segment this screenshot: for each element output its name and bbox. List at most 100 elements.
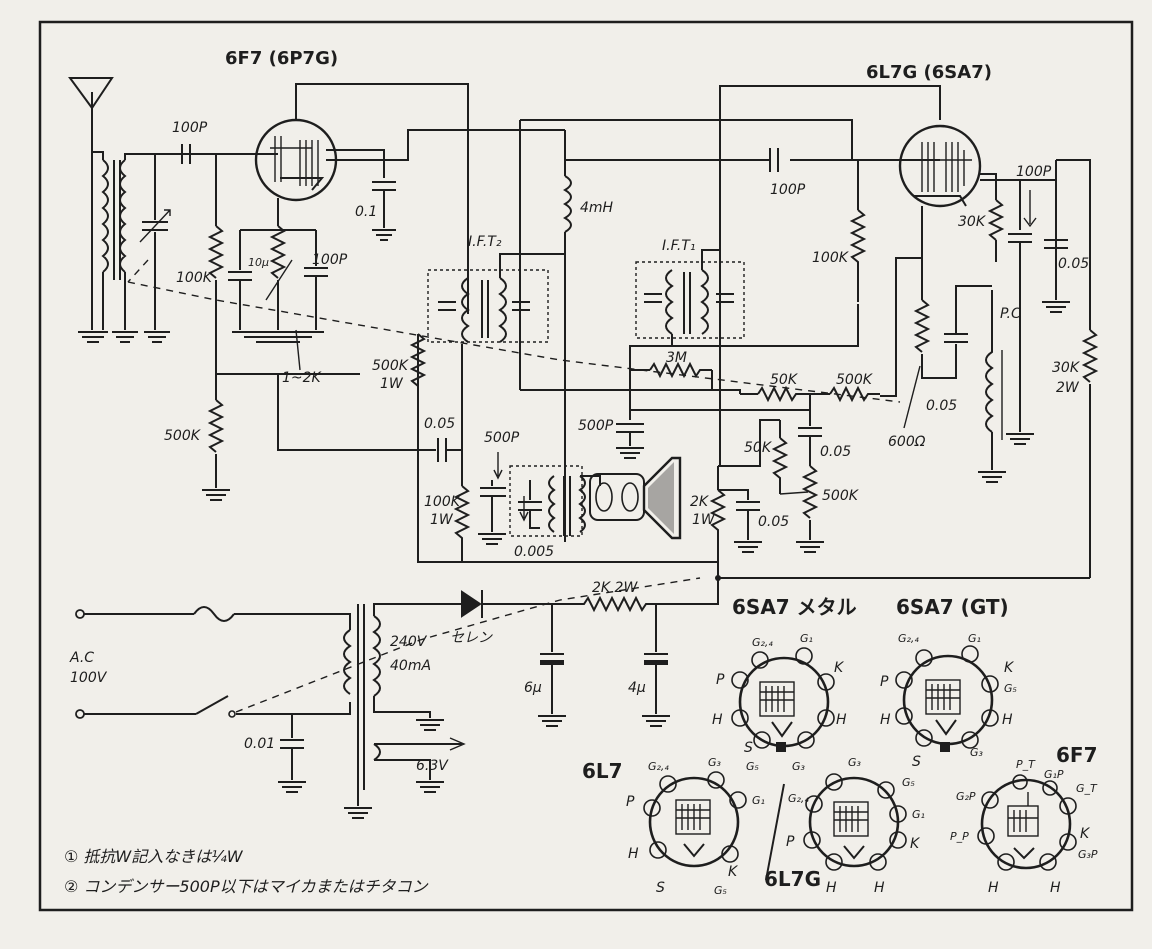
svg-text:G₁: G₁ (800, 632, 813, 645)
svg-text:G₁: G₁ (912, 808, 925, 821)
svg-text:G₂,₄: G₂,₄ (752, 636, 773, 649)
base-title: 6L7 (582, 759, 623, 783)
label-r50k-a: 50K (770, 372, 799, 388)
selenium-rectifier (461, 590, 482, 618)
tube-envelope (898, 124, 982, 208)
base-6sa7-gt: 6SA7 (GT) G₂,₄ G₁ P K G₅ H H S G₃ (880, 595, 1017, 770)
power-switch[interactable] (195, 695, 229, 715)
label-c100p-in: 100P (172, 120, 208, 136)
label-ac: A.C (69, 650, 94, 666)
ground-symbol (344, 807, 372, 819)
resistor-100k-1w (453, 485, 471, 562)
svg-text:G₂,₄: G₂,₄ (788, 792, 809, 805)
svg-text:P: P (880, 674, 889, 690)
resistor-500k-vol (801, 465, 819, 519)
label-r30k-2w: 30K (1052, 360, 1081, 376)
resistor-2k-2w (552, 578, 719, 613)
svg-text:H: H (836, 712, 847, 728)
diagram-frame (38, 20, 1134, 912)
resistor-30k (987, 199, 1005, 241)
gang-dashed-line (127, 259, 149, 283)
label-ift1: I.F.T₁ (662, 238, 695, 254)
base-title: 6L7G (764, 867, 821, 891)
power-supply: A.C 100V 0.01 240V 40mA 6.3V セレン 2K 2 (69, 578, 719, 819)
svg-text:G_T: G_T (1076, 782, 1098, 795)
label-c6u: 6μ (524, 680, 542, 696)
svg-text:K: K (1004, 660, 1015, 676)
label-c100p-ift: 100P (770, 182, 806, 198)
label-v63: 6.3V (416, 758, 449, 774)
label-r500k-a: 500K (164, 428, 202, 444)
ground-symbol (416, 719, 444, 731)
ground-symbol (416, 781, 444, 793)
label-r100k-1w: 100K (424, 494, 462, 510)
resistor-2k-1w (709, 489, 727, 562)
label-imp600: 600Ω (888, 434, 926, 450)
resistor-3m (649, 361, 712, 379)
antenna-coil (101, 159, 109, 273)
resistor-50k-b (757, 385, 830, 403)
tube-6l7g: 6L7G (6SA7) 30K 100P 0.05 30K 2W 100K (672, 62, 1099, 578)
svg-text:G₁P: G₁P (1044, 768, 1064, 781)
svg-text:G₅: G₅ (902, 776, 915, 789)
tube-6f7-title: 6F7 (6P7G) (225, 48, 338, 69)
label-r100k-a: 100K (176, 270, 214, 286)
terminal[interactable] (75, 609, 85, 619)
terminal[interactable] (75, 709, 85, 719)
base-6l7: 6L7 G₂,₄ G₃ P G₁ H S K G₅ (582, 756, 765, 897)
resistor-50k-a (913, 299, 931, 353)
svg-text:P: P (626, 794, 635, 810)
label-w1w-a: 1W (380, 376, 404, 392)
ground-symbol (372, 229, 396, 241)
svg-text:G₃: G₃ (708, 756, 722, 769)
svg-text:P_P: P_P (950, 830, 969, 843)
ground-symbol (1042, 301, 1070, 313)
label-v240: 240V (390, 634, 428, 650)
label-c005-b: 0.05 (1058, 256, 1089, 272)
note-1: ① 抵抗W記入なきは¼W (64, 847, 244, 866)
ground-symbol (734, 541, 762, 553)
ground-symbol (112, 331, 138, 343)
svg-text:G₃: G₃ (970, 746, 984, 759)
ground-symbol (478, 533, 506, 545)
svg-text:H: H (712, 712, 723, 728)
label-c005-c: 0.05 (820, 444, 851, 460)
label-w2w: 2W (1056, 380, 1080, 396)
label-w1w-c: 1W (692, 512, 716, 528)
ground-symbol (642, 715, 670, 727)
avc-network: 3M 50K 500K 500P 50K 0.05 500K (520, 350, 880, 553)
tube-6f7: 6F7 (6P7G) 0.1 10μ 100P 1~2K (225, 48, 565, 386)
svg-text:H: H (988, 880, 999, 896)
svg-text:K: K (834, 660, 845, 676)
label-r500k-1w: 500K (372, 358, 410, 374)
base-title: 6SA7 (GT) (896, 595, 1009, 619)
label-r3m: 3M (666, 350, 687, 366)
antenna-symbol (68, 77, 114, 150)
ground-symbol (144, 331, 170, 343)
label-r30k: 30K (958, 214, 987, 230)
svg-text:P_T: P_T (1016, 758, 1036, 771)
base-title: 6SA7 メタル (732, 595, 857, 619)
svg-text:G₂,₄: G₂,₄ (648, 760, 669, 773)
base-6f7: 6F7 P_T G₁P G₂P G_T P_P K G₃P H H (950, 743, 1098, 896)
ift2-transformer: I.F.T₂ (427, 234, 565, 343)
ground-symbol (978, 471, 1006, 483)
base-6sa7-metal: 6SA7 メタル G₂,₄ G₁ P K H H S G₅ G₃ (712, 595, 857, 773)
note-2: ② コンデンサー500P以下はマイカまたはチタコン (64, 877, 429, 896)
ift1-transformer: I.F.T₁ (629, 85, 941, 420)
resistor-30k-2w (1081, 329, 1099, 383)
ground-symbol (538, 715, 566, 727)
resistor-100k-b (849, 209, 867, 302)
ground-symbol (616, 447, 644, 459)
resistor-cathode (269, 225, 287, 279)
resistor-500k (207, 399, 225, 453)
svg-text:G₁: G₁ (968, 632, 981, 645)
svg-text:P: P (716, 672, 725, 688)
label-ma40: 40mA (390, 658, 431, 674)
svg-text:S: S (744, 740, 753, 756)
label-c0005: 0.005 (514, 544, 554, 560)
label-c01: 0.1 (355, 204, 377, 220)
svg-text:H: H (874, 880, 885, 896)
ground-symbol (796, 541, 824, 553)
